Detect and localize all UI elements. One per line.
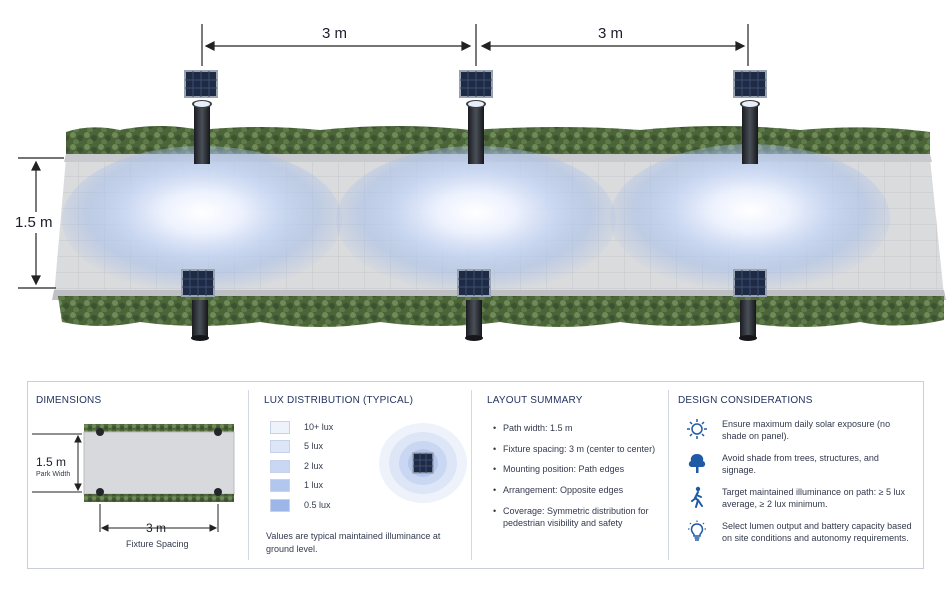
divider [471,390,472,560]
info-panel: DIMENSIONS [27,381,924,569]
layout-title: LAYOUT SUMMARY [487,395,583,406]
lux-swatch [270,478,290,492]
bollard-back-3 [733,70,767,164]
dimensions-section: DIMENSIONS [28,382,248,568]
spacing-label-right: 3 m [598,25,624,42]
layout-item: •Path width: 1.5 m [493,423,573,433]
lux-level: 0.5 lux [270,498,331,512]
lux-note: Values are typical maintained illuminanc… [266,531,441,554]
park-width-value: 1.5 m [36,455,67,469]
lux-level: 10+ lux [270,420,333,434]
divider [668,390,669,560]
consideration-item: Avoid shade from trees, structures, and … [684,452,912,476]
spacing-dimension [201,24,749,66]
lux-swatch [270,439,290,453]
bollard-back-2 [459,70,493,164]
width-label: 1.5 m [15,212,53,233]
bollard-front-3 [733,269,767,341]
layout-item: •Coverage: Symmetric distribution for pe… [493,506,649,528]
spacing-label-left: 3 m [322,25,348,42]
path-illustration: 3 m 3 m 1.5 m [15,24,946,341]
pedestrian-icon [684,486,710,510]
consideration-item: Target maintained illuminance on path: ≥… [684,486,912,510]
layout-item: •Fixture spacing: 3 m (center to center) [493,444,656,454]
sun-icon [684,418,710,442]
layout-item: •Arrangement: Opposite edges [493,485,624,495]
lux-level: 1 lux [270,478,323,492]
lux-level: 2 lux [270,459,323,473]
lux-swatch [270,459,290,473]
considerations-title: DESIGN CONSIDERATIONS [678,395,813,406]
width-dimension [18,157,64,289]
dimensions-title: DIMENSIONS [36,395,102,406]
lux-level: 5 lux [270,439,323,453]
light-distribution [62,144,890,294]
fixture-spacing-label: Fixture Spacing [126,539,189,549]
path-scene [18,24,946,341]
front-hedge [58,296,944,327]
consideration-item: Select lumen output and battery capacity… [684,520,912,544]
divider [248,390,249,560]
consideration-item: Ensure maximum daily solar exposure (no … [684,418,912,442]
lux-swatch [270,498,290,512]
bollard-front-2 [457,269,491,341]
lightbulb-icon [684,520,710,544]
park-width-label: Park Width [36,471,71,478]
lux-title: LUX DISTRIBUTION (TYPICAL) [264,395,414,406]
layout-item: •Mounting position: Path edges [493,464,625,474]
dimensions-diagram [32,424,235,532]
bollard-front-1 [181,269,215,341]
bollard-back-1 [184,70,218,164]
tree-icon [684,452,710,476]
lux-swatch [270,420,290,434]
layout-section: LAYOUT SUMMARY •Path width: 1.5 m •Fixtu… [479,382,669,568]
considerations-section: DESIGN CONSIDERATIONS Ensure maximum dai… [670,382,925,568]
lux-contour-diagram [379,423,467,503]
lux-section: LUX DISTRIBUTION (TYPICAL) 10+ lux 5 lux… [256,382,471,568]
fixture-spacing-value: 3 m [146,521,167,535]
